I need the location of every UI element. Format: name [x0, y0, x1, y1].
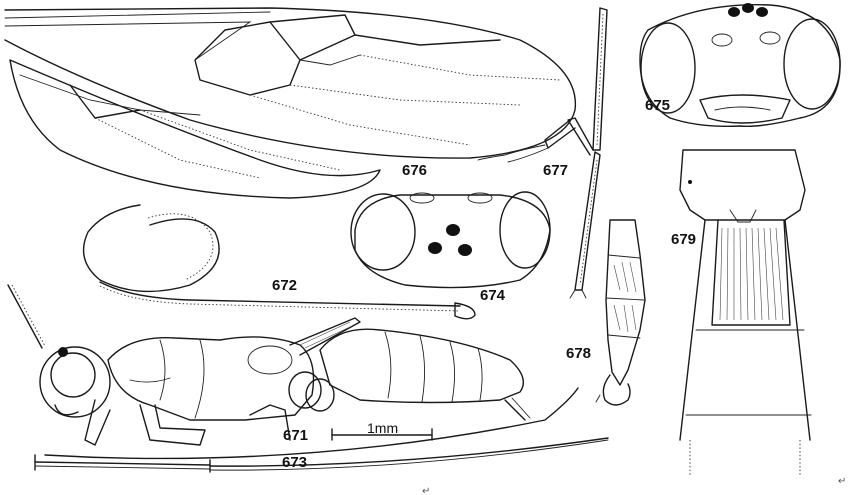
label-678: 678 [566, 345, 591, 362]
label-679: 679 [671, 231, 696, 248]
head-dorsal-drawing [350, 191, 551, 289]
label-673: 673 [282, 454, 307, 471]
return-mark: ↵ [838, 476, 846, 487]
label-671: 671 [283, 427, 308, 444]
label-676: 676 [402, 162, 427, 179]
hind-leg-drawing [477, 7, 608, 299]
ovipositor-drawing [34, 437, 609, 473]
label-677: 677 [543, 162, 568, 179]
tergites-drawing [679, 149, 812, 475]
tarsus-drawing [595, 219, 646, 406]
label-675: 675 [645, 97, 670, 114]
return-mark-bottom: ↵ [422, 486, 430, 495]
scale-bar [331, 428, 433, 441]
antenna-drawing [82, 204, 476, 320]
wings-drawing [4, 7, 577, 199]
scale-bar-label: 1mm [367, 420, 398, 436]
label-672: 672 [272, 277, 297, 294]
head-frontal-drawing [639, 3, 841, 128]
label-674: 674 [480, 287, 506, 304]
whole-body-drawing [7, 284, 579, 460]
